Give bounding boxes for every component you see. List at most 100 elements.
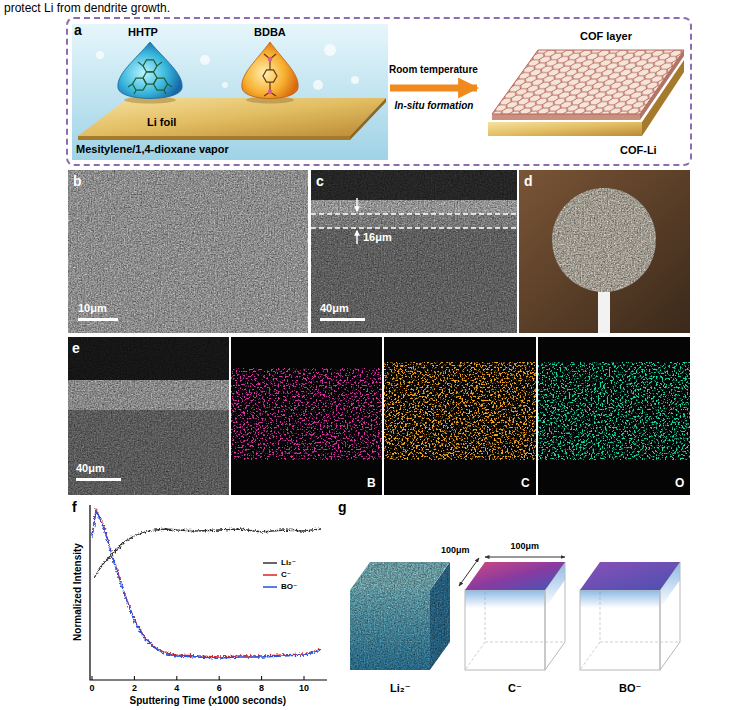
- scale-bar: [78, 318, 118, 321]
- scale-label: 40μm: [320, 302, 349, 315]
- hhtp-structure: [128, 60, 172, 94]
- sem-image: [68, 380, 229, 410]
- sem-image: [68, 170, 308, 333]
- legend-item: Li₂⁻: [262, 558, 296, 568]
- panel-letter: g: [338, 499, 347, 516]
- substrate-label: Li foil: [147, 116, 176, 129]
- vapor-bubble: [313, 80, 323, 90]
- element-label: O: [675, 476, 684, 490]
- cube-hidden-edge: [465, 562, 565, 670]
- thickness-arrow: [356, 198, 358, 211]
- li-foil-edge: [78, 136, 350, 140]
- c-surface: [465, 562, 565, 590]
- ring: [133, 78, 147, 90]
- layer-label: COF layer: [580, 30, 632, 43]
- thickness-label: 16μm: [363, 231, 392, 244]
- cof-li-disc: [552, 188, 656, 292]
- li-foil: [78, 98, 386, 136]
- panel-letter: b: [73, 173, 82, 190]
- bo-surface: [580, 562, 680, 590]
- li-foil-edge: [350, 98, 386, 140]
- legend-line-sample: [262, 571, 278, 579]
- condition-label: Mesitylene/1,4-dioxane vapor: [76, 143, 229, 156]
- vapor-bubble: [351, 76, 359, 84]
- vapor-bubble: [222, 82, 228, 88]
- boronic-bond: [264, 54, 276, 96]
- tick-label: 2: [132, 683, 137, 694]
- legend-line: [263, 586, 277, 588]
- vapor-bubble: [200, 55, 210, 65]
- legend-line: [263, 574, 277, 576]
- boron-atom: [268, 90, 273, 95]
- boron-dots: [231, 368, 382, 460]
- cube-hidden-edge: [580, 562, 680, 670]
- dimension-line: [459, 558, 479, 586]
- boron-atom: [268, 57, 273, 62]
- tick-label: 10: [299, 683, 309, 694]
- ion-label: C⁻: [508, 682, 522, 695]
- ion-label: Li₂⁻: [390, 682, 410, 695]
- caption-fragment: protect Li from dendrite growth.: [4, 1, 170, 15]
- sem-image: [68, 337, 229, 380]
- panel-letter: a: [74, 22, 82, 39]
- axis-title: Normalized Intensity: [72, 543, 84, 641]
- legend-text: Li₂⁻: [281, 558, 296, 568]
- tick-label: 8: [259, 683, 264, 694]
- sem-image: [68, 410, 229, 495]
- plot-axes: [90, 505, 327, 680]
- edge-label: Room temperature: [389, 64, 478, 76]
- cube-frame: [465, 590, 545, 670]
- legend-line: [263, 562, 277, 564]
- vapor-bubble: [324, 44, 336, 56]
- tweezer-tab: [598, 288, 610, 333]
- vapor-bubble: [96, 51, 104, 59]
- bdba-structure: [263, 54, 277, 96]
- signal-haze: [580, 590, 660, 608]
- cube-frame: [580, 590, 660, 670]
- legend-text: BO⁻: [281, 582, 297, 592]
- tick-label: 0: [90, 683, 95, 694]
- axis-title: Sputtering Time (x1000 seconds): [130, 695, 287, 707]
- carbon-dots: [384, 362, 536, 460]
- ring: [143, 60, 157, 72]
- li-slab: [488, 122, 642, 136]
- cof-li-scene: COF layerCOF-Li: [480, 28, 686, 162]
- scale-bar: [76, 478, 121, 481]
- sem-image: [311, 200, 517, 214]
- panel-letter: d: [524, 173, 533, 190]
- sem-image: [311, 214, 517, 228]
- eds-map: [384, 337, 536, 495]
- ion-label: BO⁻: [619, 682, 641, 695]
- dimension-label: 100μm: [441, 545, 470, 556]
- scale-label: 10μm: [78, 302, 107, 315]
- element-label: B: [367, 476, 376, 490]
- legend-item: BO⁻: [262, 582, 297, 592]
- panel-letter: c: [316, 173, 324, 190]
- condition-label: In-situ formation: [395, 100, 474, 112]
- cof-honeycomb: [492, 50, 684, 114]
- eds-map: [538, 337, 690, 495]
- tof-cube: [350, 590, 430, 670]
- bo-curve: [92, 511, 321, 658]
- product-label: COF-Li: [620, 144, 657, 157]
- oh-bond: [128, 62, 172, 94]
- precursor-scene: HHTP BDBA Li foilMesitylene/1,4-dioxane va…: [72, 24, 388, 160]
- thickness-arrow: [356, 231, 358, 244]
- legend-line-sample: [262, 583, 278, 591]
- tof-cube: [430, 562, 450, 670]
- panel-letter: e: [72, 340, 80, 357]
- scale-label: 40μm: [76, 462, 105, 475]
- c-curve: [92, 510, 321, 657]
- panel-letter: f: [72, 499, 77, 516]
- axis-ticks: [92, 676, 304, 680]
- molecule-name: HHTP: [128, 26, 158, 39]
- legend-item: C⁻: [262, 570, 291, 580]
- vapor-background: [72, 24, 388, 160]
- signal-haze: [465, 590, 545, 608]
- molecule-name: BDBA: [254, 26, 286, 39]
- oxygen-dots: [538, 362, 690, 460]
- legend-line-sample: [262, 559, 278, 567]
- cof-edge: [492, 114, 640, 120]
